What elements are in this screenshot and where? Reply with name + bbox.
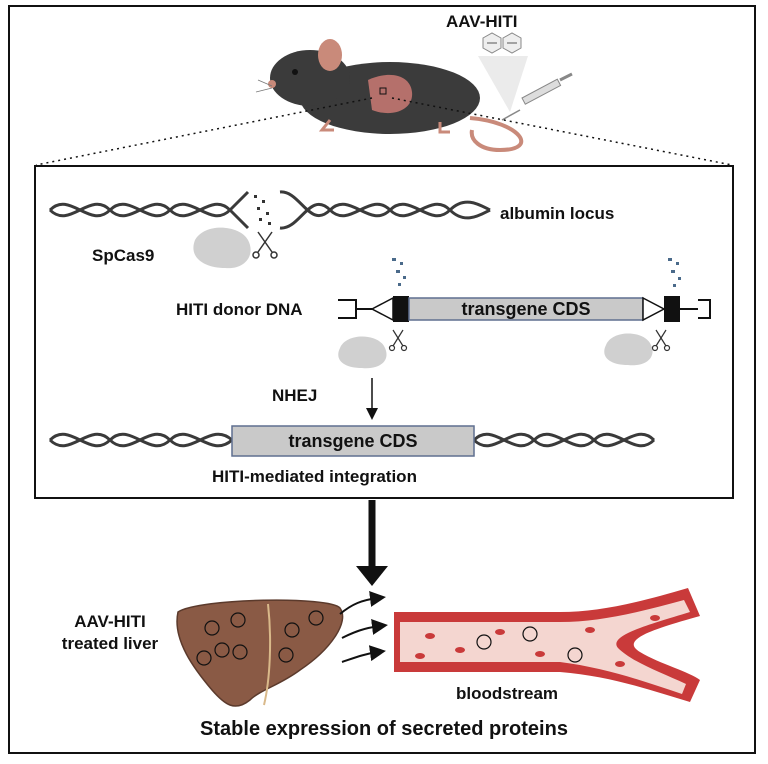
spcas9-label: SpCas9: [92, 246, 155, 265]
mouse-illustration: [255, 39, 524, 153]
hiti-integration-label: HITI-mediated integration: [212, 467, 417, 486]
bloodstream-label: bloodstream: [456, 684, 559, 703]
figure-frame: [8, 5, 756, 754]
liver-illustration: [176, 599, 344, 707]
aav-hiti-vector-label: AAV-HITI: [446, 12, 518, 31]
scissors-icon: [252, 231, 278, 259]
caption: Stable expression of secreted proteins: [200, 718, 568, 740]
big-down-arrow-head: [356, 566, 388, 586]
integrated-locus-dna: [48, 432, 656, 448]
cut-site-fragments: [392, 258, 681, 287]
integrated-cds-label: transgene CDS: [288, 431, 418, 451]
dna-cut-fragments: [254, 195, 271, 225]
zoom-line-right: [391, 97, 733, 166]
donor-cds-label: transgene CDS: [461, 299, 591, 319]
bloodstream-vessel: [394, 588, 700, 702]
spcas9-protein-left: [338, 336, 387, 369]
albumin-locus-dna: [48, 190, 491, 230]
secretion-arrows: [339, 591, 388, 663]
spcas9-protein-right: [604, 333, 653, 366]
spcas9-protein: [193, 227, 251, 269]
syringe-icon: [501, 72, 573, 121]
liver-label-line2: treated liver: [61, 634, 159, 653]
inset-box: [34, 165, 734, 499]
nhej-label: NHEJ: [272, 386, 318, 405]
scissors-icon-left: [388, 329, 408, 352]
liver-label-line1: AAV-HITI: [74, 612, 146, 631]
aav-particles-icon: [478, 32, 528, 112]
integrated-cds-box: [231, 425, 475, 457]
hiti-donor-construct: [338, 296, 711, 322]
scissors-icon-right: [651, 329, 671, 352]
albumin-locus-label: albumin locus: [500, 204, 615, 223]
hiti-donor-label: HITI donor DNA: [176, 300, 303, 319]
